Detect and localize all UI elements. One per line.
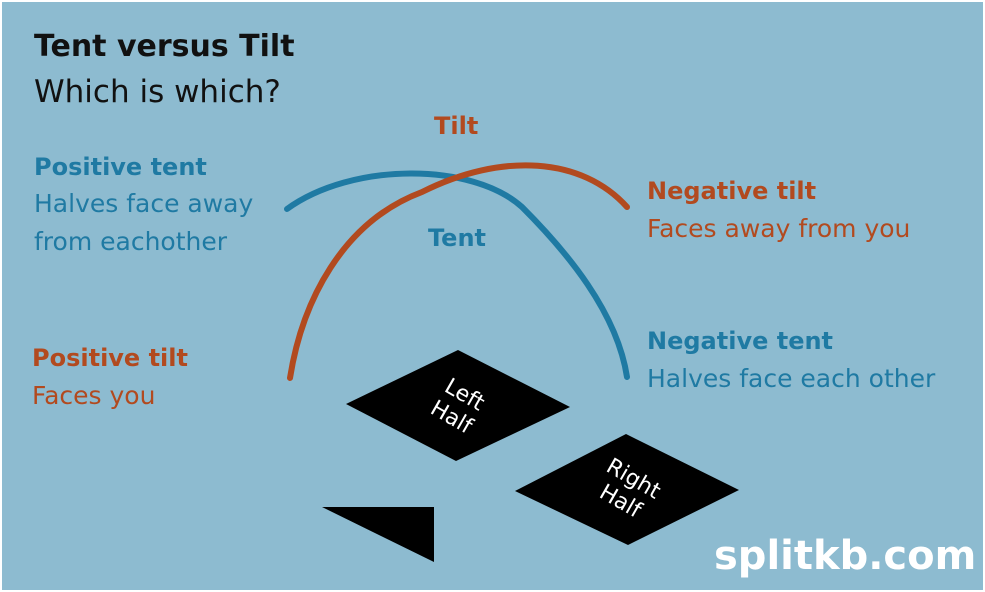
positive-tent-desc-2: from eachother xyxy=(34,227,228,256)
positive-tilt-desc: Faces you xyxy=(32,381,156,410)
tent-arc xyxy=(284,170,630,380)
positive-tent-desc-1: Halves face away xyxy=(34,189,254,218)
tilt-arc-label: Tilt xyxy=(434,112,479,140)
negative-tilt-desc: Faces away from you xyxy=(647,214,911,243)
positive-tilt-heading: Positive tilt xyxy=(32,344,188,372)
negative-tilt-heading: Negative tilt xyxy=(647,177,817,205)
negative-tent-heading: Negative tent xyxy=(647,327,834,355)
negative-tent-desc: Halves face each other xyxy=(647,364,936,393)
tilt-wedge-shape xyxy=(322,507,434,562)
brand-logo-text: splitkb.com xyxy=(714,533,977,579)
right-half-key: Right Half xyxy=(515,434,739,545)
page-subtitle: Which is which? xyxy=(34,74,281,110)
page-title: Tent versus Tilt xyxy=(34,29,295,64)
tent-arc-label: Tent xyxy=(428,224,487,252)
left-half-key: Left Half xyxy=(346,350,570,461)
positive-tent-heading: Positive tent xyxy=(34,153,207,181)
tilt-arc xyxy=(287,162,630,381)
